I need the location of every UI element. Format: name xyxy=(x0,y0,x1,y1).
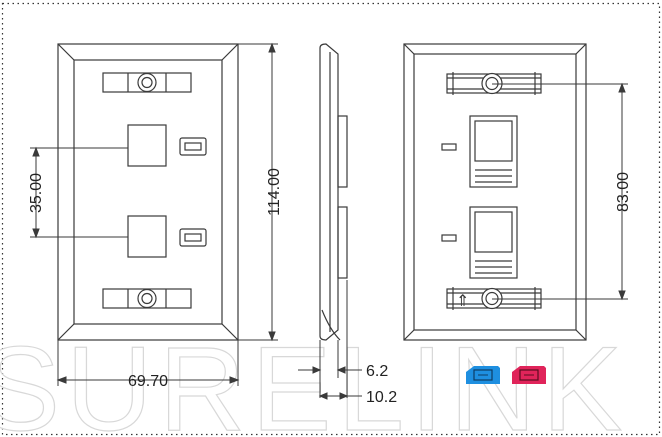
screw-spacing-label: 83.00 xyxy=(615,172,632,212)
blue-keystone-icon xyxy=(466,366,500,384)
port-spacing-dimension xyxy=(30,146,128,239)
total-depth-label: 10.2 xyxy=(366,389,397,406)
width-dimension xyxy=(56,340,240,386)
height-label: 114.00 xyxy=(266,168,283,216)
port-lower xyxy=(127,215,167,258)
port-upper xyxy=(127,124,167,167)
top-screw-bar xyxy=(102,72,192,93)
side-view xyxy=(319,43,348,341)
rear-view xyxy=(403,43,587,341)
front-view xyxy=(57,43,239,341)
red-keystone-icon xyxy=(512,366,546,384)
port-spacing-label: 35.00 xyxy=(28,173,45,213)
label-window-lower xyxy=(179,228,207,247)
rear-keystone-upper xyxy=(441,115,518,188)
up-arrow-icon: ⇑ xyxy=(456,291,469,310)
plate-depth-label: 6.2 xyxy=(366,363,388,380)
screw-spacing-dimension xyxy=(492,82,628,301)
height-dimension xyxy=(238,42,278,342)
width-label: 69.70 xyxy=(128,373,168,390)
label-window-upper xyxy=(179,137,207,156)
rear-top-screw-boss xyxy=(446,72,542,95)
rear-keystone-lower xyxy=(441,206,518,279)
bottom-screw-bar xyxy=(102,288,192,309)
depth-dimension xyxy=(298,280,362,400)
